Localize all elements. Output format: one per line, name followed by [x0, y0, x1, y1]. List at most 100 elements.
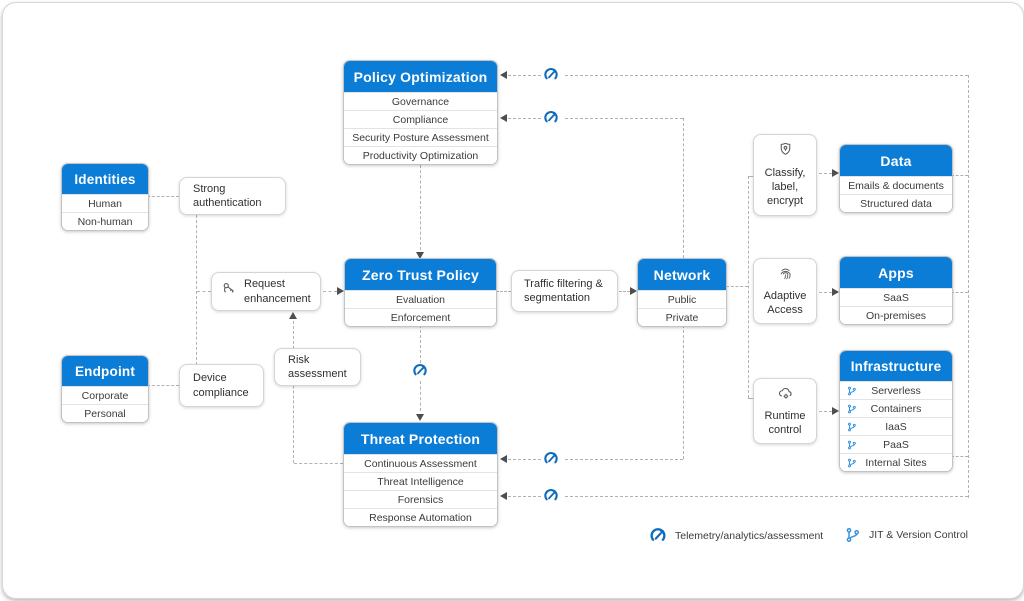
- telemetry-gauge-icon: [543, 67, 559, 83]
- note-runtime-control: Runtime control: [753, 378, 817, 444]
- shield-lock-icon: [777, 141, 794, 162]
- pillar-identities: Identities Human Non-human: [61, 163, 149, 231]
- pillar-row: IaaS: [840, 417, 952, 435]
- connector-trunk-runtime: [748, 398, 753, 399]
- connector-ztp-threat-lower: [420, 381, 421, 411]
- note-label: Runtime control: [764, 409, 806, 437]
- pillar-row: Emails & documents: [840, 176, 952, 194]
- legend-telemetry: Telemetry/analytics/assessment: [649, 527, 823, 545]
- note-label: Risk assessment: [288, 353, 347, 380]
- git-branch-icon: [847, 440, 857, 450]
- pillar-row-label: Containers: [870, 402, 922, 415]
- connector-feedback-tp-1a: [508, 459, 541, 460]
- pillar-row: Evaluation: [345, 290, 496, 308]
- legend-jit-label: JIT & Version Control: [869, 529, 969, 541]
- arrowhead: [832, 288, 839, 296]
- pillar-row: Threat Intelligence: [344, 472, 497, 490]
- note-request-enhancement: Request enhancement: [211, 272, 321, 311]
- connector-right-mid-trunk: [748, 176, 749, 398]
- connector-endpoint-devicecompliance: [147, 385, 179, 386]
- fingerprint-icon: [777, 265, 794, 286]
- pillar-row: Public: [638, 290, 726, 308]
- pillar-row: Continuous Assessment: [344, 454, 497, 472]
- connector-request-ztp: [323, 291, 337, 292]
- connector-runtime-infra: [819, 411, 832, 412]
- connector-traffic-network: [619, 291, 630, 292]
- connector-trunk-classify: [748, 176, 753, 177]
- arrowhead: [500, 114, 507, 122]
- connector-network-right: [726, 286, 748, 287]
- arrowhead: [289, 312, 297, 319]
- pillar-row-label: Internal Sites: [865, 456, 927, 469]
- arrowhead: [832, 407, 839, 415]
- connector-auth-compliance-trunk: [196, 215, 197, 365]
- arrowhead: [337, 287, 344, 295]
- connector-risk-line: [293, 321, 294, 463]
- pillar-row-label: PaaS: [883, 438, 909, 451]
- connector-network-down-trunk: [683, 325, 684, 459]
- git-branch-icon: [847, 386, 857, 396]
- telemetry-gauge-icon: [543, 451, 559, 467]
- legend-jit: JIT & Version Control: [845, 527, 968, 543]
- note-strong-authentication: Strong authentication: [179, 177, 286, 215]
- pillar-apps: Apps SaaS On-premises: [839, 256, 953, 325]
- git-branch-icon: [847, 458, 857, 468]
- legend-telemetry-label: Telemetry/analytics/assessment: [675, 530, 824, 542]
- connector-far-right-trunk: [968, 75, 969, 498]
- pillar-row-label: Serverless: [871, 384, 921, 397]
- pillar-row: SaaS: [840, 288, 952, 306]
- pillar-row: Structured data: [840, 194, 952, 212]
- note-traffic-filtering: Traffic filtering & segmentation: [511, 270, 618, 312]
- note-label: Adaptive Access: [763, 289, 807, 317]
- pillar-row: Human: [62, 194, 148, 212]
- arrowhead: [630, 287, 637, 295]
- pillar-title: Infrastructure: [840, 351, 952, 381]
- note-label: Strong authentication: [193, 182, 262, 209]
- connector-infra-right-trunk: [951, 456, 968, 457]
- keys-icon: [221, 280, 239, 302]
- connector-feedback-po-1a: [508, 75, 541, 76]
- arrowhead: [500, 492, 507, 500]
- pillar-network: Network Public Private: [637, 258, 727, 327]
- connector-network-up-trunk: [683, 118, 684, 258]
- note-risk-assessment: Risk assessment: [274, 348, 361, 386]
- connector-ztp-threat-upper: [420, 325, 421, 363]
- connector-ztp-traffic: [496, 291, 511, 292]
- pillar-row: Corporate: [62, 386, 148, 404]
- connector-threat-risk-elbow: [294, 463, 343, 464]
- pillar-row-label: IaaS: [885, 420, 907, 433]
- pillar-title: Threat Protection: [344, 423, 497, 454]
- connector-classify-data: [819, 173, 832, 174]
- connector-trunk-request: [197, 291, 211, 292]
- connector-adaptive-apps: [819, 292, 832, 293]
- telemetry-gauge-icon: [649, 527, 667, 545]
- pillar-row: On-premises: [840, 306, 952, 324]
- connector-policyopt-ztp: [420, 160, 421, 250]
- pillar-zero-trust-policy: Zero Trust Policy Evaluation Enforcement: [344, 258, 497, 327]
- pillar-title: Network: [638, 259, 726, 290]
- note-label: Request enhancement: [244, 278, 311, 305]
- connector-apps-right-trunk: [951, 292, 968, 293]
- pillar-row: Internal Sites: [840, 453, 952, 471]
- pillar-endpoint: Endpoint Corporate Personal: [61, 355, 149, 423]
- pillar-row: Serverless: [840, 381, 952, 399]
- pillar-row: Productivity Optimization: [344, 146, 497, 164]
- pillar-infrastructure: Infrastructure Serverless Containers Iaa…: [839, 350, 953, 472]
- pillar-data: Data Emails & documents Structured data: [839, 144, 953, 213]
- pillar-title: Data: [840, 145, 952, 176]
- pillar-row: PaaS: [840, 435, 952, 453]
- arrowhead: [500, 455, 507, 463]
- connector-identities-strongauth: [147, 196, 179, 197]
- telemetry-gauge-icon: [543, 488, 559, 504]
- connector-data-right-trunk: [951, 175, 968, 176]
- pillar-row: Private: [638, 308, 726, 326]
- note-classify-label-encrypt: Classify, label, encrypt: [753, 134, 817, 216]
- note-label: Device compliance: [193, 372, 249, 399]
- git-branch-icon: [845, 527, 861, 543]
- telemetry-gauge-icon: [543, 110, 559, 126]
- connector-feedback-po-2b: [565, 118, 683, 119]
- note-device-compliance: Device compliance: [179, 364, 264, 407]
- pillar-title: Endpoint: [62, 356, 148, 386]
- connector-feedback-po-2a: [508, 118, 541, 119]
